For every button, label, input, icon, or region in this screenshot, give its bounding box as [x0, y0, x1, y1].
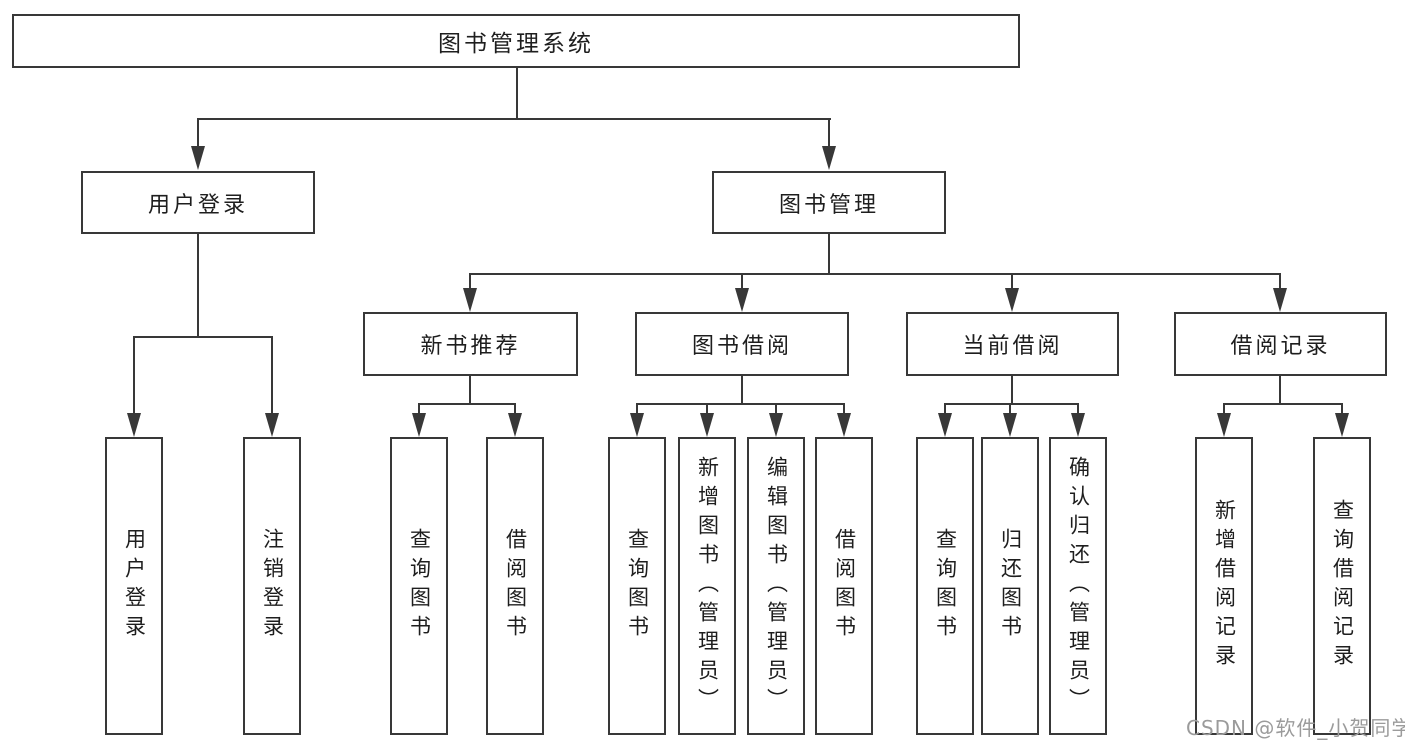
leaf-bb-query-books: 查询图书 [608, 437, 666, 735]
leaf-nbr-borrow-books: 借阅图书 [486, 437, 544, 735]
arrowhead-down-icon [700, 413, 714, 437]
arrowhead-down-icon [265, 413, 279, 437]
arrowhead-down-icon [938, 413, 952, 437]
node-book-management: 图书管理 [712, 171, 946, 234]
leaf-cb-confirm-return-admin-label: 确认归还（管理员） [1066, 455, 1091, 717]
connector-hline [418, 403, 516, 405]
leaf-bb-query-books-label: 查询图书 [625, 528, 650, 644]
connector-vline [418, 403, 420, 415]
arrowhead-down-icon [769, 413, 783, 437]
leaf-nbr-query-books-label: 查询图书 [407, 528, 432, 644]
leaf-nbr-query-books: 查询图书 [390, 437, 448, 735]
watermark: CSDN @软件_小贺同学 [1186, 716, 1405, 740]
connector-vline [1279, 376, 1281, 404]
connector-vline [1011, 376, 1013, 404]
arrowhead-down-icon [412, 413, 426, 437]
connector-vline [828, 233, 830, 274]
connector-vline [1077, 403, 1079, 415]
node-user-login-label: 用户登录 [147, 192, 248, 218]
node-current-borrowing-label: 当前借阅 [962, 334, 1063, 359]
connector-vline [271, 336, 273, 415]
arrowhead-down-icon [1273, 288, 1287, 312]
leaf-bb-add-books-admin-label: 新增图书（管理员） [695, 455, 720, 717]
leaf-cb-confirm-return-admin: 确认归还（管理员） [1049, 437, 1107, 735]
node-new-book-recommend: 新书推荐 [363, 312, 578, 376]
connector-vline [133, 336, 135, 415]
connector-vline [197, 233, 199, 337]
arrowhead-down-icon [1005, 288, 1019, 312]
connector-hline [1223, 403, 1343, 405]
node-borrowing-records-label: 借阅记录 [1230, 334, 1331, 359]
leaf-bb-borrow-books-label: 借阅图书 [832, 528, 857, 644]
leaf-br-add-record: 新增借阅记录 [1195, 437, 1253, 735]
leaf-bb-borrow-books: 借阅图书 [815, 437, 873, 735]
leaf-br-query-record: 查询借阅记录 [1313, 437, 1371, 735]
connector-vline [636, 403, 638, 415]
arrowhead-down-icon [1003, 413, 1017, 437]
arrowhead-down-icon [630, 413, 644, 437]
leaf-nbr-borrow-books-label: 借阅图书 [503, 528, 528, 644]
connector-hline [197, 118, 831, 120]
arrowhead-down-icon [822, 146, 836, 170]
connector-hline [636, 403, 844, 405]
arrowhead-down-icon [463, 288, 477, 312]
connector-vline [706, 403, 708, 415]
arrowhead-down-icon [191, 146, 205, 170]
connector-vline [469, 376, 471, 404]
leaf-logout-label: 注销登录 [260, 528, 285, 644]
connector-vline [514, 403, 516, 415]
leaf-bb-edit-books-admin-label: 编辑图书（管理员） [764, 455, 789, 717]
connector-vline [843, 403, 845, 415]
node-book-management-label: 图书管理 [778, 192, 879, 218]
connector-vline [1223, 403, 1225, 415]
arrowhead-down-icon [508, 413, 522, 437]
leaf-logout: 注销登录 [243, 437, 301, 735]
connector-vline [516, 68, 518, 119]
connector-vline [828, 118, 830, 150]
connector-vline [1341, 403, 1343, 415]
node-current-borrowing: 当前借阅 [906, 312, 1119, 376]
leaf-user-login-label: 用户登录 [122, 528, 147, 644]
connector-vline [1009, 403, 1011, 415]
node-borrowing-records: 借阅记录 [1174, 312, 1387, 376]
arrowhead-down-icon [735, 288, 749, 312]
leaf-cb-return-books: 归还图书 [981, 437, 1039, 735]
node-library-system: 图书管理系统 [12, 14, 1020, 68]
connector-vline [1279, 273, 1281, 290]
arrowhead-down-icon [1335, 413, 1349, 437]
leaf-br-add-record-label: 新增借阅记录 [1212, 499, 1237, 673]
connector-vline [741, 273, 743, 290]
arrowhead-down-icon [1071, 413, 1085, 437]
arrowhead-down-icon [127, 413, 141, 437]
arrowhead-down-icon [1217, 413, 1231, 437]
leaf-user-login: 用户登录 [105, 437, 163, 735]
leaf-cb-query-books-label: 查询图书 [933, 528, 958, 644]
leaf-br-query-record-label: 查询借阅记录 [1330, 499, 1355, 673]
connector-vline [741, 376, 743, 404]
node-library-system-label: 图书管理系统 [438, 31, 594, 57]
leaf-cb-query-books: 查询图书 [916, 437, 974, 735]
connector-vline [944, 403, 946, 415]
connector-vline [1011, 273, 1013, 290]
node-new-book-recommend-label: 新书推荐 [420, 334, 521, 359]
leaf-bb-add-books-admin: 新增图书（管理员） [678, 437, 736, 735]
node-user-login: 用户登录 [81, 171, 315, 234]
connector-vline [469, 273, 471, 290]
connector-hline [470, 273, 1281, 275]
connector-vline [775, 403, 777, 415]
connector-hline [944, 403, 1079, 405]
leaf-bb-edit-books-admin: 编辑图书（管理员） [747, 437, 805, 735]
node-book-borrowing: 图书借阅 [635, 312, 849, 376]
leaf-cb-return-books-label: 归还图书 [998, 528, 1023, 644]
connector-hline [133, 336, 273, 338]
node-book-borrowing-label: 图书借阅 [691, 334, 792, 359]
arrowhead-down-icon [837, 413, 851, 437]
connector-vline [197, 118, 199, 150]
